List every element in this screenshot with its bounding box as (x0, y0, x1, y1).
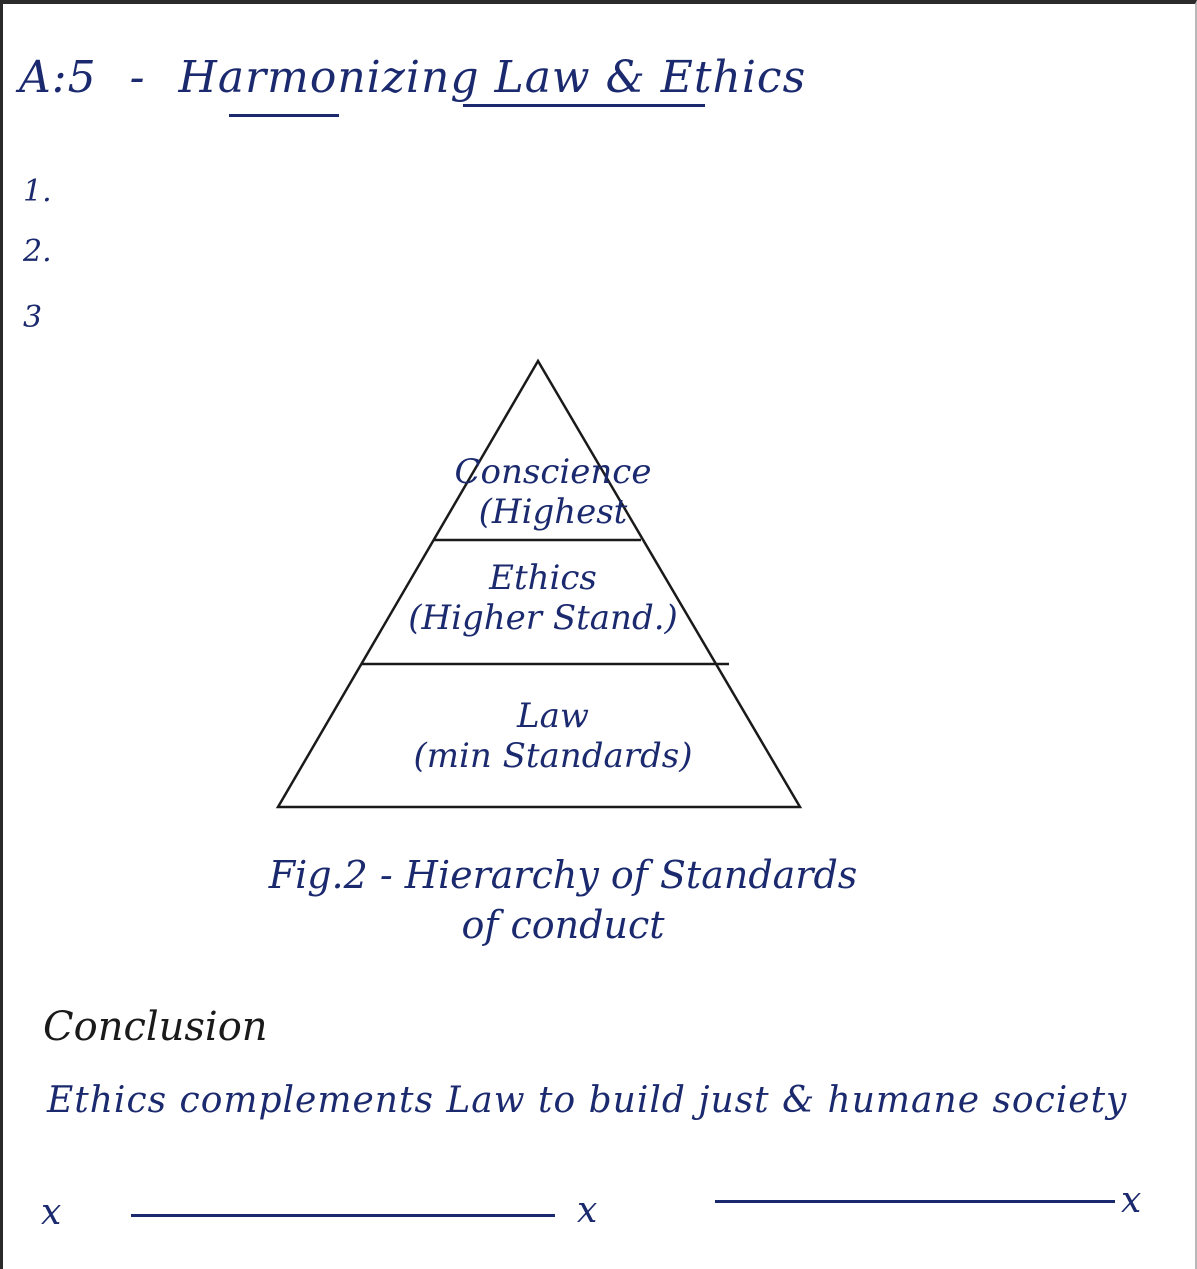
end-mark-3: x (1121, 1180, 1142, 1221)
pyramid-diagram (275, 358, 803, 809)
tier-law-note: (min Standards) (413, 736, 693, 776)
page-heading: A:5 - Harmonizing Law & Ethics (19, 52, 806, 103)
figure-caption-line-1: Fig.2 - Hierarchy of Standards (268, 853, 858, 897)
figure-caption: Fig.2 - Hierarchy of Standards of conduc… (263, 850, 863, 950)
figure-caption-line-2: of conduct (461, 903, 665, 947)
end-line-2 (715, 1200, 1115, 1203)
heading-separator: - (129, 52, 146, 103)
heading-title: Harmonizing Law & Ethics (178, 52, 807, 103)
heading-underline-2 (463, 104, 705, 107)
list-marker-2: 2. (23, 234, 52, 269)
tier-conscience-name: Conscience (454, 452, 652, 492)
tier-conscience: Conscience (Highest (433, 452, 673, 532)
end-mark-2: x (577, 1190, 598, 1231)
tier-ethics: Ethics (Higher Stand.) (393, 558, 693, 638)
end-line-1 (131, 1214, 555, 1217)
heading-underline-1 (229, 114, 339, 117)
conclusion-title: Conclusion (43, 1004, 268, 1050)
list-marker-1: 1. (23, 174, 52, 209)
tier-conscience-note: (Highest (478, 492, 628, 532)
tier-law: Law (min Standards) (383, 696, 723, 776)
end-mark-1: x (41, 1192, 62, 1233)
tier-ethics-name: Ethics (489, 558, 597, 598)
tier-law-name: Law (517, 696, 589, 736)
heading-number: A:5 (19, 52, 97, 103)
list-marker-3: 3 (23, 300, 43, 335)
conclusion-text: Ethics complements Law to build just & h… (47, 1080, 1128, 1121)
tier-ethics-note: (Higher Stand.) (408, 598, 678, 638)
pyramid-outline (275, 358, 803, 809)
